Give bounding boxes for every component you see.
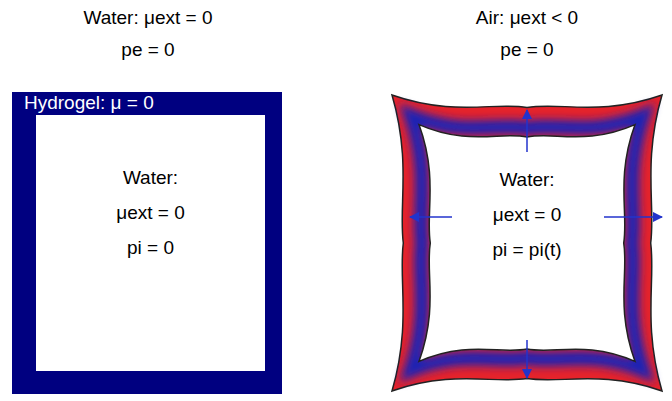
inner-cavity — [419, 125, 635, 362]
water-cavity: Water: μext = 0 pi = 0 — [36, 115, 265, 371]
expansion-arrow — [526, 110, 528, 152]
condition-text: pi = pi(t) — [492, 239, 561, 261]
water-cavity: Water: μext = 0 pi = pi(t) — [440, 140, 614, 340]
condition-text: μext = 0 — [493, 204, 562, 226]
condition-text: pi = 0 — [127, 237, 174, 259]
condition-text: Water: — [123, 167, 178, 189]
condition-label: pe = 0 — [500, 39, 553, 61]
expansion-arrow — [410, 216, 452, 218]
expansion-arrow — [526, 340, 528, 378]
condition-text: μext = 0 — [116, 202, 185, 224]
condition-label: Water: μext = 0 — [83, 7, 212, 29]
region-title: Hydrogel: μ = 0 — [12, 92, 154, 114]
condition-text: Water: — [499, 169, 554, 191]
gel-gradient-band — [411, 116, 643, 371]
hydrogel-frame: Hydrogel: μ = 0 Water: μext = 0 pi = 0 — [12, 92, 282, 394]
expansion-arrow — [604, 216, 662, 218]
swollen-gel-frame — [392, 95, 662, 391]
condition-label: Air: μext < 0 — [476, 7, 578, 29]
condition-label: pe = 0 — [121, 39, 174, 61]
